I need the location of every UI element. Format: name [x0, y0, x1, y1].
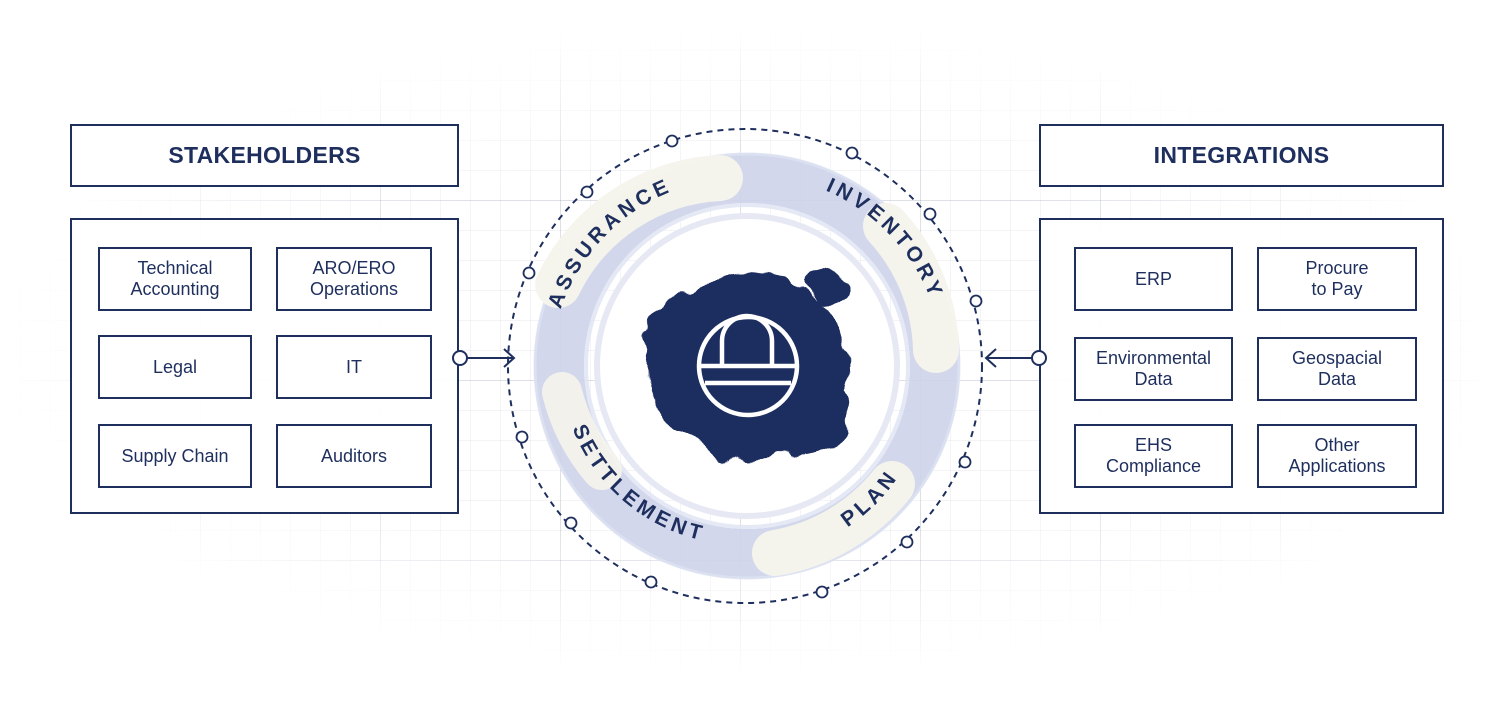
- stakeholders-panel: Technical Accounting ARO/ERO Operations …: [70, 218, 459, 514]
- stakeholder-aro-ero-operations: ARO/ERO Operations: [276, 247, 432, 311]
- stakeholders-connector: [452, 348, 516, 368]
- ring-sweep-right: [863, 203, 959, 373]
- integration-ehs-compliance: EHS Compliance: [1074, 424, 1233, 488]
- integration-erp: ERP: [1074, 247, 1233, 311]
- ring-sweep-left: [542, 372, 622, 490]
- integrations-title: INTEGRATIONS: [1039, 124, 1444, 187]
- platform-logo-icon: [696, 313, 800, 418]
- stakeholder-technical-accounting: Technical Accounting: [98, 247, 252, 311]
- integrations-panel: ERP Procure to Pay Environmental Data Ge…: [1039, 218, 1444, 514]
- ring-sweep-bottom-right: [752, 461, 915, 576]
- outer-dashed-orbit: [507, 128, 983, 604]
- stakeholder-auditors: Auditors: [276, 424, 432, 488]
- stakeholder-legal: Legal: [98, 335, 252, 399]
- stakeholders-title: STAKEHOLDERS: [70, 124, 459, 187]
- integrations-connector: [984, 348, 1047, 368]
- integration-procure-to-pay: Procure to Pay: [1257, 247, 1417, 311]
- integration-geospacial-data: Geospacial Data: [1257, 337, 1417, 401]
- integration-environmental-data: Environmental Data: [1074, 337, 1233, 401]
- stakeholder-supply-chain: Supply Chain: [98, 424, 252, 488]
- orbit-nodes: [515, 134, 983, 599]
- ring-sweep-top-left: [535, 155, 743, 308]
- stakeholder-it: IT: [276, 335, 432, 399]
- integration-other-applications: Other Applications: [1257, 424, 1417, 488]
